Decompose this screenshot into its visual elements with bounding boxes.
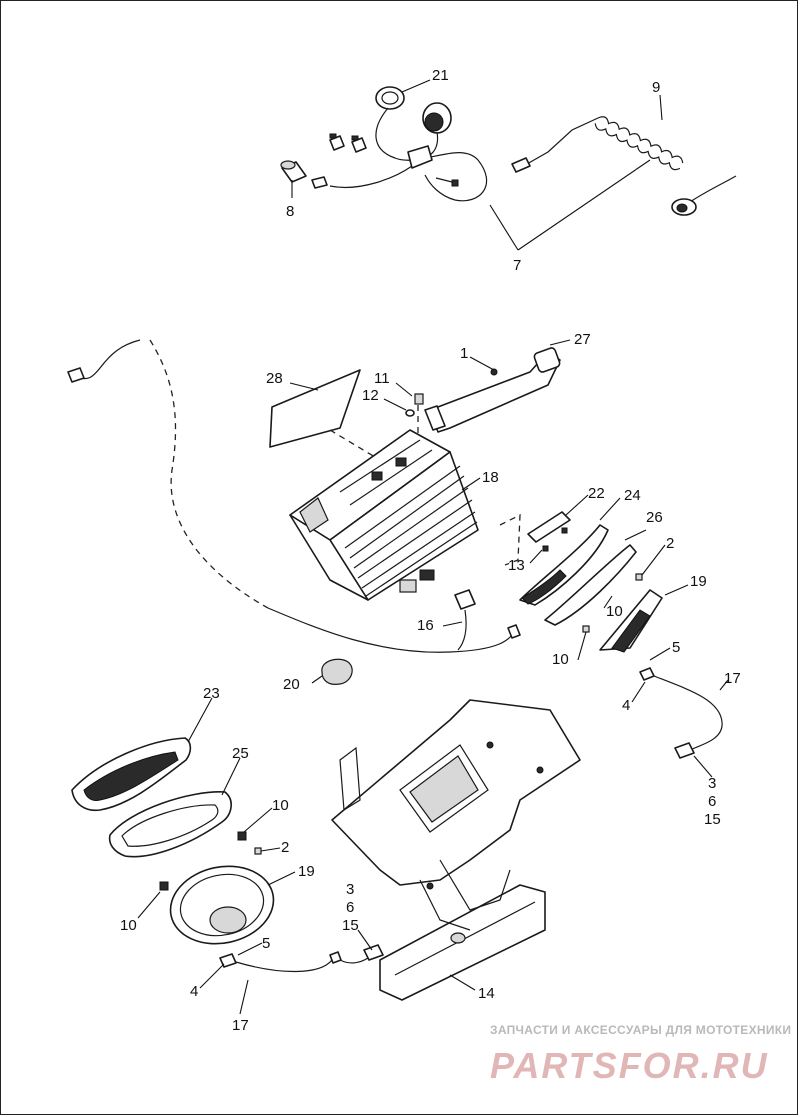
callout-10-left-b: 10 xyxy=(120,917,137,934)
clip-a xyxy=(329,135,345,151)
callout-16: 16 xyxy=(417,617,434,634)
left-speaker-group xyxy=(71,737,384,973)
speaker-left xyxy=(169,865,275,945)
callout-15-right: 15 xyxy=(704,811,721,828)
callout-15-left: 15 xyxy=(342,917,359,934)
callout-10-left-a: 10 xyxy=(272,797,289,814)
speaker-bezel-right xyxy=(544,544,637,626)
ear-pad-left xyxy=(375,86,405,110)
callout-3-right: 3 xyxy=(708,775,716,792)
wire-connector-right xyxy=(674,742,695,759)
callout-27: 27 xyxy=(574,331,591,348)
callout-20: 20 xyxy=(283,676,300,693)
bolt xyxy=(414,393,424,405)
callout-18: 18 xyxy=(482,469,499,486)
clip-b xyxy=(351,137,367,153)
callout-12: 12 xyxy=(362,387,379,404)
callout-9: 9 xyxy=(652,79,660,96)
watermark: ЗАПЧАСТИ И АКСЕССУАРЫ ДЛЯ МОТОТЕХНИКИ PA… xyxy=(490,1023,791,1086)
leader-lines xyxy=(137,79,729,1015)
callout-11: 11 xyxy=(374,370,390,387)
callout-14: 14 xyxy=(478,985,495,1002)
callout-2-left: 2 xyxy=(281,839,289,856)
callout-21: 21 xyxy=(432,67,449,84)
callout-5-right: 5 xyxy=(672,639,680,656)
callout-6-left: 6 xyxy=(346,899,354,916)
clip-left-a xyxy=(159,881,169,891)
clip-left-b xyxy=(237,831,247,841)
connector xyxy=(311,176,328,189)
callout-3-left: 3 xyxy=(346,881,354,898)
callout-25: 25 xyxy=(232,745,249,762)
callout-8: 8 xyxy=(286,203,294,220)
callout-24: 24 xyxy=(624,487,641,504)
callout-10-right-b: 10 xyxy=(552,651,569,668)
callout-23: 23 xyxy=(203,685,220,702)
speaker-bezel-left xyxy=(108,791,232,858)
callout-17-right: 17 xyxy=(724,670,741,687)
wire-connector-left xyxy=(363,944,384,961)
callout-26: 26 xyxy=(646,509,663,526)
callout-13: 13 xyxy=(508,557,525,574)
cord-plug xyxy=(511,157,531,173)
radio-module xyxy=(289,429,479,601)
callout-19-left: 19 xyxy=(298,863,315,880)
coil-cord xyxy=(511,116,737,216)
watermark-brand: PARTSFOR.RU xyxy=(490,1045,769,1086)
callout-6-right: 6 xyxy=(708,793,716,810)
control-box xyxy=(407,145,433,169)
washer xyxy=(405,409,415,417)
antenna-connector xyxy=(67,367,85,383)
callout-5-left: 5 xyxy=(262,935,270,952)
protective-film xyxy=(269,369,361,448)
callout-4-right: 4 xyxy=(622,697,630,714)
callout-28: 28 xyxy=(266,370,283,387)
mounting-frame xyxy=(331,699,581,1001)
watermark-tagline: ЗАПЧАСТИ И АКСЕССУАРЫ ДЛЯ МОТОТЕХНИКИ xyxy=(490,1023,791,1037)
gps-antenna xyxy=(321,658,353,685)
mounting-strap xyxy=(424,347,561,433)
callout-22: 22 xyxy=(588,485,605,502)
callout-2-right: 2 xyxy=(666,535,674,552)
headset-assembly xyxy=(280,86,488,202)
callout-labels: 21 9 8 7 1 27 28 11 12 18 22 24 26 2 13 … xyxy=(120,67,741,1034)
callout-17-left: 17 xyxy=(232,1017,249,1034)
callout-4-left: 4 xyxy=(190,983,198,1000)
harness-connector xyxy=(454,589,476,610)
callout-7: 7 xyxy=(513,257,521,274)
callout-10-right-a: 10 xyxy=(606,603,623,620)
callout-19-right: 19 xyxy=(690,573,707,590)
callout-1: 1 xyxy=(460,345,468,362)
mount-bracket xyxy=(527,511,571,543)
